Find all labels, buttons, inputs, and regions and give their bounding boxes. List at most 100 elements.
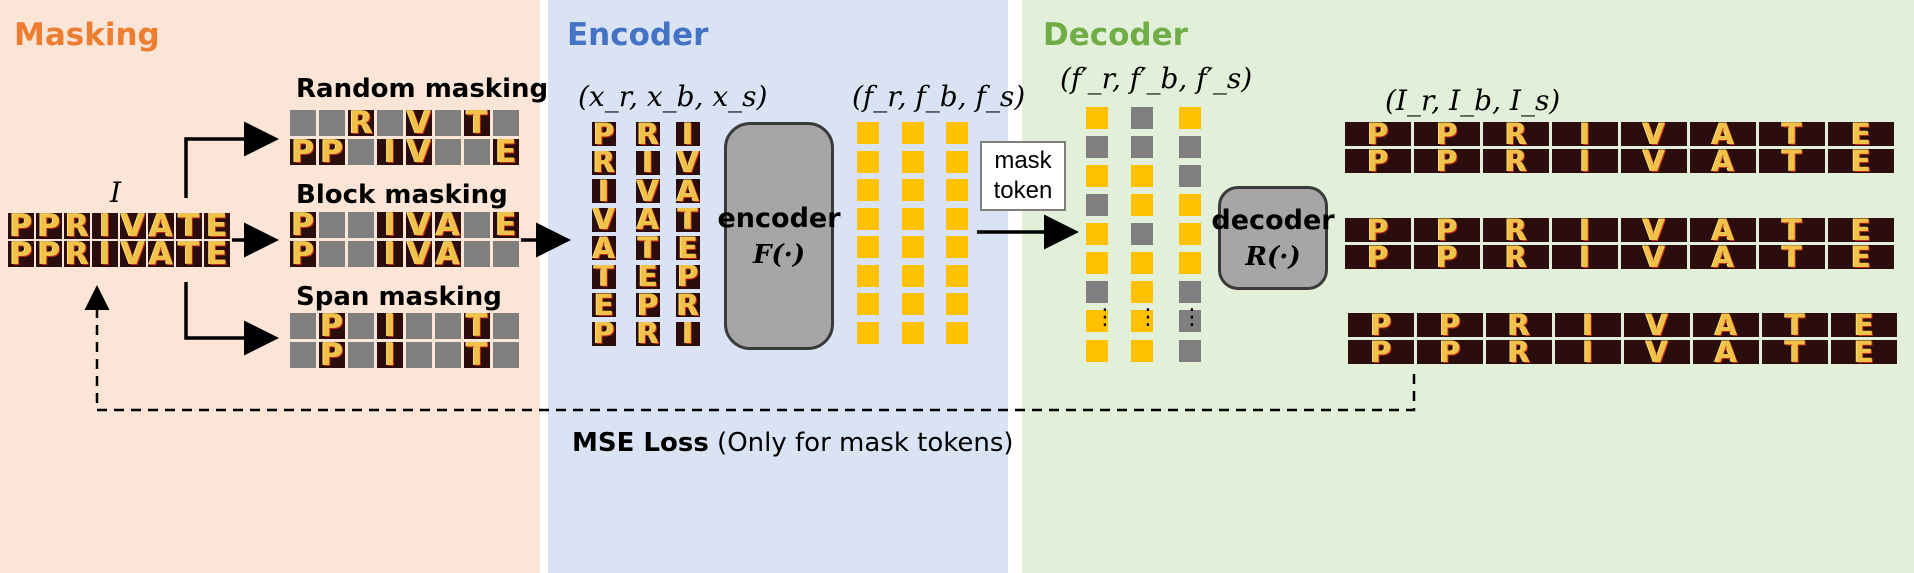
mse-loss-label: MSE Loss (Only for mask tokens) (572, 428, 1014, 458)
mask-token (1131, 107, 1153, 129)
recon1-image-patch: P (1345, 122, 1411, 146)
mse-loss-note: (Only for mask tokens) (708, 428, 1014, 458)
span-image-patch: I (377, 313, 403, 339)
block-masking-label: Block masking (296, 180, 508, 210)
tile-glyph: T (594, 264, 614, 289)
tile-glyph: P (37, 213, 61, 239)
recon1-image-patch: I (1552, 149, 1618, 173)
recon3-image-patch: T (1762, 313, 1828, 337)
encoder-input-label: (x_r, x_b, x_s) (578, 80, 768, 113)
recon1-image-patch: A (1690, 149, 1756, 173)
recon2-image-patch: I (1552, 245, 1618, 269)
tile-glyph: V (636, 179, 660, 203)
input-image-patch: R (64, 213, 90, 239)
tile-glyph: E (495, 212, 517, 238)
encoder-module: encoder F(·) (717, 122, 841, 350)
recon3-image-patch: E (1831, 313, 1897, 337)
tile-glyph: E (1854, 340, 1874, 364)
input-patch: P (592, 321, 616, 346)
span-mask-patch (406, 313, 432, 339)
block-image-patch: A (435, 212, 461, 238)
tile-glyph: P (593, 122, 615, 146)
recon2-image-patch: E (1828, 245, 1894, 269)
input-image-patch: E (204, 241, 230, 267)
encoder-module-name: encoder (717, 202, 841, 234)
tile-glyph: A (1714, 313, 1738, 337)
random-image-patch: I (377, 139, 403, 165)
tile-glyph: I (1579, 218, 1591, 242)
visible-token (1131, 340, 1153, 362)
feature-token (946, 293, 968, 315)
random-image-patch: R (348, 110, 374, 136)
block-mask-patch (348, 241, 374, 267)
random-masking-label: Random masking (296, 74, 549, 104)
feature-token (946, 236, 968, 258)
tile-glyph: T (1782, 149, 1802, 173)
input-image-label: I (110, 176, 122, 209)
input-patch: E (592, 293, 616, 317)
block-mask-patch (348, 212, 374, 238)
recon3-image-patch: V (1624, 313, 1690, 337)
span-mask-patch (348, 313, 374, 339)
recon1-image-patch: P (1345, 149, 1411, 173)
tile-glyph: T (178, 213, 200, 239)
mask-token-line2: token (993, 177, 1053, 204)
visible-token (1086, 165, 1108, 187)
span-mask-patch (435, 313, 461, 339)
block-mask-patch (493, 241, 519, 267)
visible-token (1131, 252, 1153, 274)
input-image-patch: I (92, 241, 118, 267)
tile-glyph: P (9, 241, 33, 267)
decoder-title: Decoder (1043, 17, 1188, 53)
tile-glyph: R (1504, 149, 1528, 173)
input-image-patch: P (8, 241, 34, 267)
tile-glyph: V (676, 150, 700, 175)
tile-glyph: E (638, 264, 658, 289)
recon1-image-patch: T (1759, 122, 1825, 146)
feature-token (902, 321, 924, 344)
recon3-image-patch: P (1417, 313, 1483, 337)
tile-glyph: T (1785, 313, 1805, 337)
recon2-image-patch: V (1621, 245, 1687, 269)
tile-glyph: P (1370, 313, 1392, 337)
tile-glyph: E (206, 213, 228, 239)
visible-token (1086, 223, 1108, 245)
tile-glyph: P (1370, 340, 1392, 364)
input-patch: I (592, 179, 616, 203)
input-image-patch: T (176, 213, 202, 239)
mask-token-box: mask token (980, 141, 1066, 211)
span-masking-label: Span masking (296, 282, 502, 312)
input-patch: I (676, 321, 700, 346)
visible-token (1086, 107, 1108, 129)
tile-glyph: T (638, 236, 658, 260)
tile-glyph: I (1582, 340, 1594, 364)
feature-token (902, 264, 924, 287)
feature-token (902, 122, 924, 144)
recon2-image-patch: V (1621, 218, 1687, 242)
recon1-image-patch: I (1552, 122, 1618, 146)
tile-glyph: V (121, 241, 145, 267)
mask-token (1131, 136, 1153, 158)
recon1-image-patch: P (1414, 122, 1480, 146)
tile-glyph: R (1504, 122, 1528, 146)
feature-token (857, 264, 879, 287)
recon1-image-patch: E (1828, 149, 1894, 173)
tile-glyph: R (65, 241, 89, 267)
tile-glyph: P (1436, 218, 1458, 242)
tile-glyph: R (1504, 245, 1528, 269)
masking-title: Masking (14, 17, 160, 53)
mse-loss-bold: MSE Loss (572, 428, 709, 458)
random-mask-patch (290, 110, 316, 136)
input-patch: R (676, 293, 700, 317)
recon1-image-patch: V (1621, 149, 1687, 173)
input-patch: P (676, 264, 700, 289)
random-image-patch: V (406, 110, 432, 136)
recon3-image-patch: I (1555, 313, 1621, 337)
input-image-patch: P (36, 241, 62, 267)
mask-token (1179, 136, 1201, 158)
input-image-patch: A (148, 241, 174, 267)
tile-glyph: E (1854, 313, 1874, 337)
input-patch: A (592, 236, 616, 260)
tile-glyph: P (291, 241, 315, 267)
visible-token (1086, 340, 1108, 362)
